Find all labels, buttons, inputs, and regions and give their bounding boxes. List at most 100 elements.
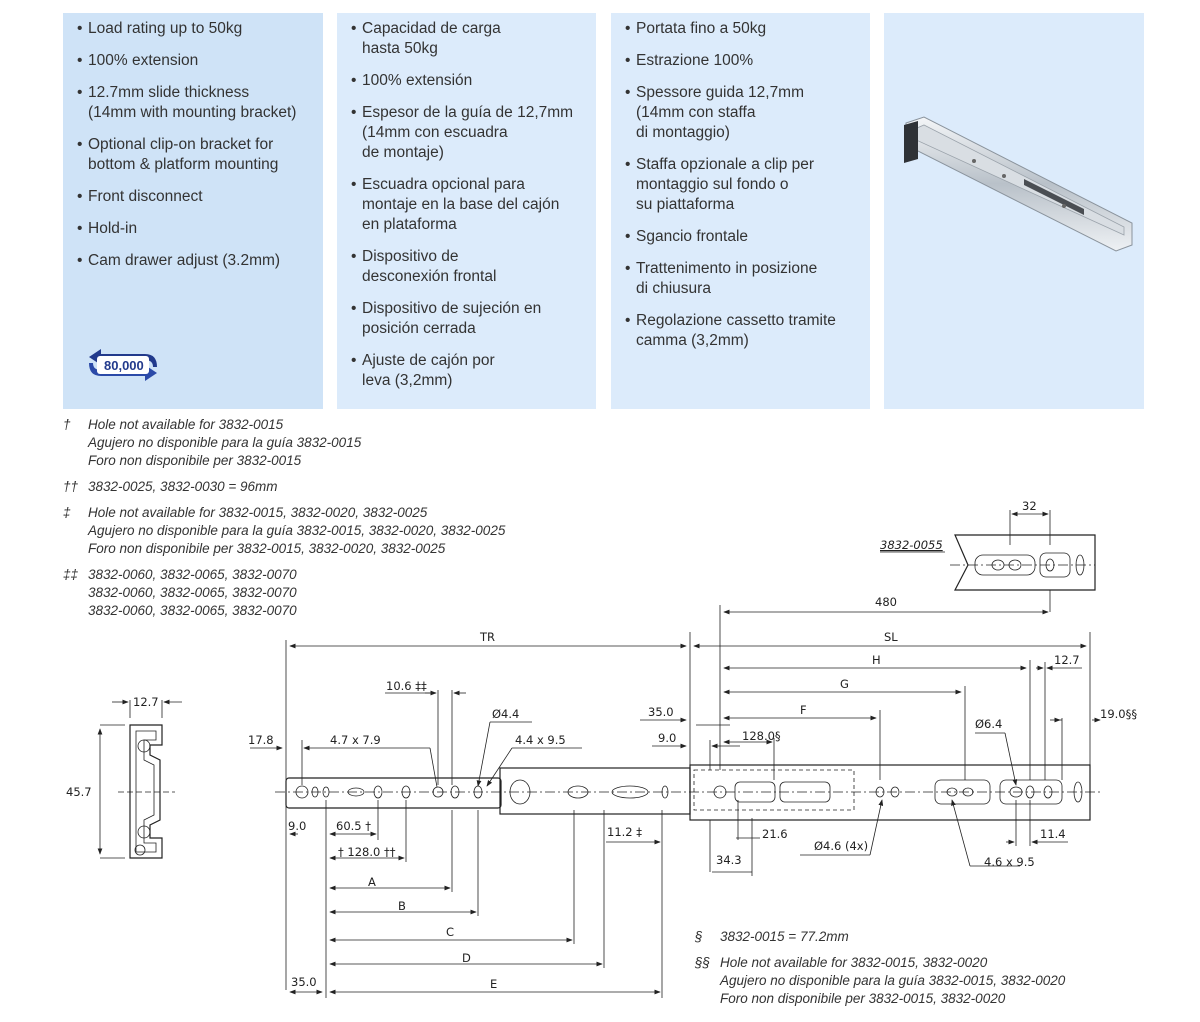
cycle-rating-arrows-icon [89, 349, 157, 381]
dim-12-7-right: 12.7 [1054, 653, 1080, 667]
footnote-line: Foro non disponibile per 3832-0015 [88, 453, 302, 468]
dim-hole-4-6: Ø4.6 (4x) [814, 839, 868, 853]
footnote: †† 3832-0025, 3832-0030 = 96mm [63, 478, 505, 496]
dim-11-2: 11.2 ‡ [607, 825, 642, 839]
footnote-line: Hole not available for 3832-0015, 3832-0… [88, 505, 428, 520]
feature-item: Cam drawer adjust (3.2mm) [77, 251, 313, 271]
dim-35-0-top: 35.0 [648, 705, 674, 719]
dim-d: D [462, 951, 471, 965]
dim-60-5: 60.5 † [336, 819, 371, 833]
dim-slot-4-7x7-9: 4.7 x 7.9 [330, 733, 381, 747]
dim-sl: SL [884, 630, 898, 644]
product-image-panel [884, 13, 1144, 409]
dim-128-s: 128.0§ [742, 729, 781, 743]
dim-hole-4-4: Ø4.4 [492, 707, 519, 721]
footnote-line: 3832-0025, 3832-0030 = 96mm [88, 479, 278, 494]
slide-cross-section [97, 699, 182, 859]
dimension-labels: 3832-0055 32 480 TR SL H 12.7 G F 12.7 1… [66, 499, 1137, 991]
features-list-italian: Portata fino a 50kgEstrazione 100% Spesso… [625, 19, 860, 351]
footnote: § 3832-0015 = 77.2mm [695, 928, 1065, 946]
features-list-english: Load rating up to 50kg 100% extension 12.7… [77, 19, 313, 271]
dim-17-8: 17.8 [248, 733, 274, 747]
slide-side-view [275, 764, 1100, 821]
drawer-slide-product-image [904, 116, 1133, 252]
footnote-line: 3832-0060, 3832-0065, 3832-0070 [88, 603, 297, 618]
footnote-symbol: †† [63, 479, 79, 494]
footnote-line: Foro non disponibile per 3832-0015, 3832… [88, 541, 446, 556]
dimension-lines-bottom [289, 799, 1068, 998]
dim-19-0: 19.0§§ [1100, 707, 1137, 721]
dim-34-3: 34.3 [716, 853, 742, 867]
dim-480: 480 [875, 595, 897, 609]
dim-10-6: 10.6 ‡‡ [386, 679, 427, 693]
footnote-line: 3832-0060, 3832-0065, 3832-0070 [88, 585, 297, 600]
footnote-line: 3832-0060, 3832-0065, 3832-0070 [88, 567, 297, 582]
cycle-rating-value: 80,000 [104, 358, 144, 373]
feature-item: Load rating up to 50kg [77, 19, 313, 39]
feature-item: Sgancio frontale [625, 227, 860, 247]
footnote-line: Agujero no disponible para la guía 3832-… [88, 523, 506, 538]
footnote: ‡ Hole not available for 3832-0015, 3832-… [63, 504, 505, 558]
dim-g: G [840, 677, 849, 691]
dim-35-0-bottom: 35.0 [291, 975, 317, 989]
features-panel-english: Load rating up to 50kg 100% extension 12.7… [63, 13, 323, 409]
dim-11-4: 11.4 [1040, 827, 1066, 841]
dim-12-7-section: 12.7 [133, 695, 159, 709]
feature-item: Front disconnect [77, 187, 313, 207]
dim-45-7: 45.7 [66, 785, 92, 799]
footnote-symbol: §§ [695, 955, 711, 970]
feature-item: Hold-in [77, 219, 313, 239]
feature-item: 100% extension [77, 51, 313, 71]
dim-slot-4-4x9-5: 4.4 x 9.5 [515, 733, 566, 747]
footnote: ‡‡ 3832-0060, 3832-0065, 3832-0070 3832-00… [63, 566, 505, 620]
dim-hole-6-4: Ø6.4 [975, 717, 1002, 731]
dim-9-0-top: 9.0 [658, 731, 676, 745]
dim-9-0-bottom: 9.0 [288, 819, 306, 833]
feature-item: 100% extensión [351, 71, 586, 91]
feature-item: 12.7mm slide thickness(14mm with mountin… [77, 83, 313, 123]
footnote-line: Agujero no disponible para la guía 3832-… [720, 973, 1066, 988]
model-detail-view [880, 510, 1096, 591]
dim-a: A [368, 875, 376, 889]
footnote-line: Hole not available for 3832-0015, 3832-0… [720, 955, 988, 970]
dim-21-6: 21.6 [762, 827, 788, 841]
footnote-symbol: ‡‡ [63, 567, 79, 582]
footnote-line: Agujero no disponible para la guía 3832-… [88, 435, 362, 450]
footnotes-right: § 3832-0015 = 77.2mm §§ Hole not available … [695, 928, 1065, 1016]
model-label: 3832-0055 [880, 538, 943, 552]
dim-32: 32 [1022, 499, 1037, 513]
footnote-symbol: ‡ [63, 505, 71, 520]
dim-slot-4-6x9-5: 4.6 x 9.5 [984, 855, 1035, 869]
dim-e: E [490, 977, 497, 991]
dim-b: B [398, 899, 406, 913]
feature-item: Estrazione 100% [625, 51, 860, 71]
footnote-symbol: † [63, 417, 71, 432]
dim-128-tt: † 128.0 †† [338, 845, 396, 859]
footnote-line: 3832-0015 = 77.2mm [720, 929, 849, 944]
dim-c: C [446, 925, 454, 939]
feature-item: Portata fino a 50kg [625, 19, 860, 39]
dimension-lines-top [250, 590, 1101, 990]
dim-h: H [872, 653, 881, 667]
footnote-symbol: § [695, 929, 703, 944]
footnote-line: Hole not available for 3832-0015 [88, 417, 284, 432]
feature-item: Espesor de la guía de 12,7mm(14mm con es… [351, 103, 586, 163]
dim-tr: TR [479, 630, 495, 644]
feature-item: Spessore guida 12,7mm(14mm con staffadi … [625, 83, 860, 143]
footnote-line: Foro non disponibile per 3832-0015, 3832… [720, 991, 1006, 1006]
footnote: §§ Hole not available for 3832-0015, 3832… [695, 954, 1065, 1008]
